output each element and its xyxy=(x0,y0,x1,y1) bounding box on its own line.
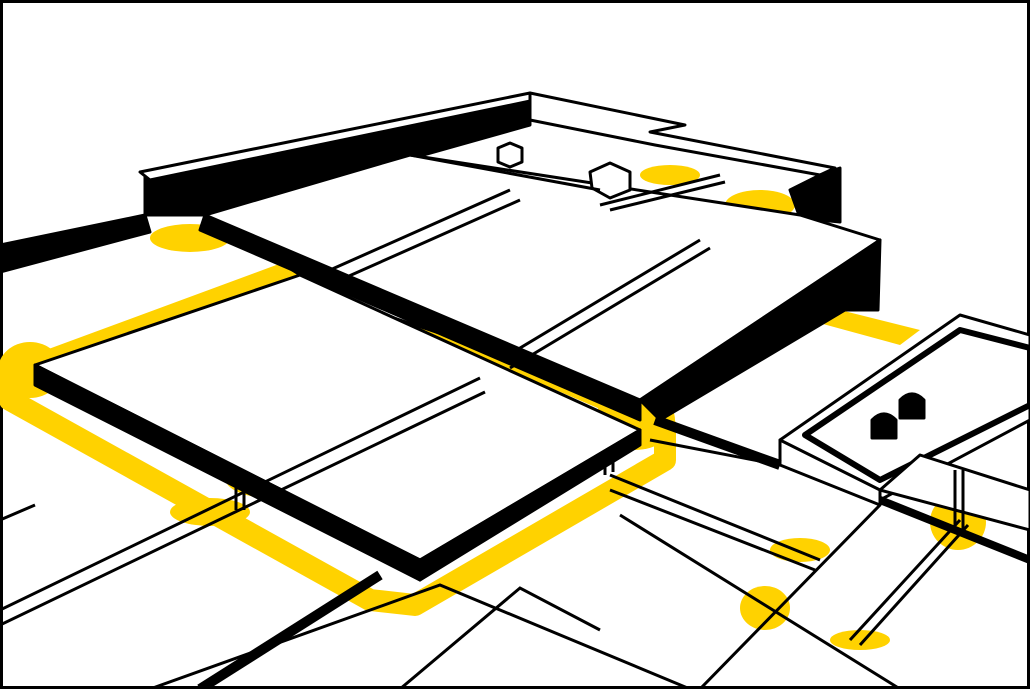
seam-line xyxy=(609,473,821,572)
vent-box xyxy=(496,141,524,169)
roof-structure xyxy=(0,91,1030,582)
dome-vent xyxy=(870,412,898,440)
left-parapet-band xyxy=(0,213,152,274)
highlight-spot xyxy=(830,630,890,650)
highlight-spot xyxy=(640,165,700,185)
dome-vent xyxy=(898,392,926,420)
wall-edge xyxy=(197,570,383,689)
upper-roof-front xyxy=(198,213,642,422)
wall-edge xyxy=(653,415,782,470)
seam-line xyxy=(409,153,726,212)
seams xyxy=(0,153,1030,689)
slab-side xyxy=(418,428,642,582)
seam-line xyxy=(329,188,521,282)
seam-line xyxy=(499,238,711,370)
wall-edge xyxy=(878,496,1030,564)
highlight-spot xyxy=(770,538,830,562)
seam-line xyxy=(848,470,970,647)
seam-line xyxy=(619,503,901,689)
seam-line xyxy=(234,448,615,510)
